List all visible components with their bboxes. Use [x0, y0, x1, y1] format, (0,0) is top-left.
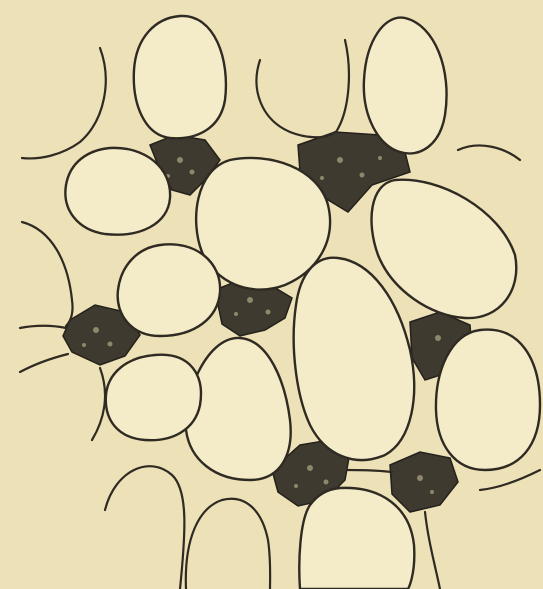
cell: [65, 148, 170, 235]
cell: [134, 16, 226, 138]
cell: [106, 355, 201, 440]
cell: [436, 330, 540, 470]
cell: [118, 244, 220, 336]
